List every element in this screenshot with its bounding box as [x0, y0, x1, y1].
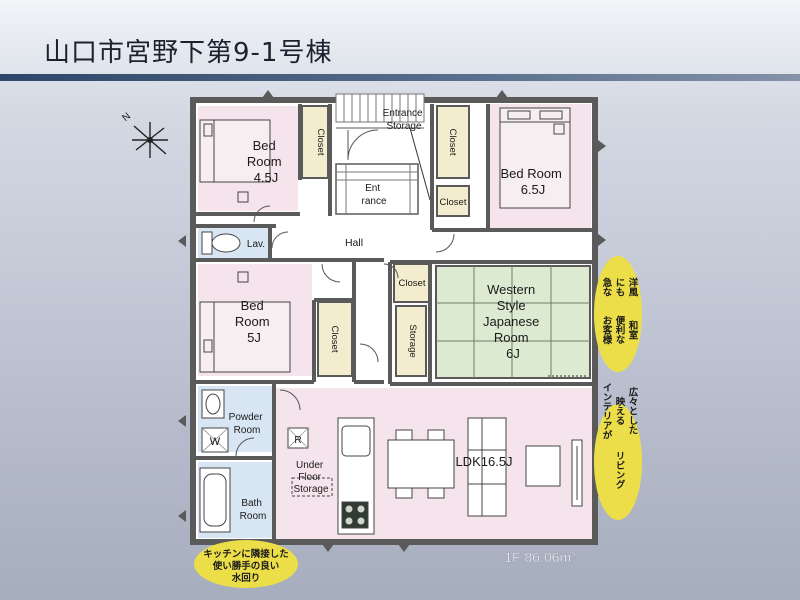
window-markers	[178, 90, 606, 552]
svg-text:便利な: 便利な	[614, 315, 627, 344]
interior-walls	[196, 104, 592, 540]
closet-5	[317, 301, 353, 377]
washer-label: W	[210, 436, 221, 448]
page-title: 山口市宮野下第9-1号棟	[44, 38, 333, 68]
closet-4	[393, 263, 431, 303]
title-rule	[0, 74, 800, 81]
entrance-storage-label: Entrance Storage	[383, 108, 426, 132]
svg-text:お客様: お客様	[601, 316, 614, 345]
bed-furniture	[199, 107, 571, 373]
svg-text:急な: 急な	[601, 277, 613, 297]
tatami-mats	[436, 266, 590, 378]
fridge-label: R	[294, 435, 301, 446]
closet-4-label: Closet	[399, 278, 426, 289]
closet-2	[436, 105, 470, 179]
door-swings	[235, 205, 455, 457]
badge-ldk: インテリアが 映える 広々とした リビング	[594, 383, 642, 520]
svg-text:にも: にも	[614, 278, 626, 297]
closet-5-label: Closet	[329, 326, 340, 353]
storage-closet	[395, 305, 427, 377]
svg-text:インテリアが: インテリアが	[601, 383, 613, 441]
washer-icon: W	[201, 427, 229, 453]
closet-2-label: Closet	[447, 129, 458, 156]
sofa	[467, 417, 507, 517]
svg-text:リビング: リビング	[614, 451, 626, 490]
hall-label: Hall	[345, 237, 363, 249]
badge-western-room: 急な にも 洋風 お客様 便利な 和室	[594, 256, 642, 372]
powder-room-label: Powder Room	[229, 412, 266, 436]
western-room-label: Western Style Japanese Room 6J	[483, 282, 543, 361]
svg-text:キッチンに隣接した: キッチンに隣接した	[203, 548, 289, 560]
bedroom-65-label: Bed Room 6.5J	[500, 166, 565, 197]
washbasin-icon	[201, 389, 225, 419]
title-bar	[0, 0, 800, 80]
floor-area-label: 1F 86.06m²	[504, 549, 576, 565]
entrance-label: Ent rance	[361, 183, 386, 207]
bedroom-5-label: Bed Room 5J	[235, 298, 273, 345]
kitchen-counter	[337, 417, 375, 535]
stove-icon	[345, 505, 365, 525]
bathroom-label: Bath Room	[240, 498, 267, 522]
svg-text:使い勝手の良い: 使い勝手の良い	[212, 560, 280, 572]
porch-steps	[335, 93, 425, 123]
underfloor-hatch	[291, 477, 333, 497]
closet-1	[301, 105, 329, 179]
bedroom-45-label: Bed Room 4.5J	[247, 138, 285, 185]
svg-text:N: N	[120, 111, 133, 124]
svg-text:広々とした: 広々とした	[627, 387, 639, 436]
tatami-room-floor	[435, 265, 591, 379]
svg-text:水回り: 水回り	[232, 572, 261, 584]
north-compass-icon: N	[120, 111, 168, 158]
svg-text:映える: 映える	[614, 396, 626, 425]
closet-3-label: Closet	[440, 197, 467, 208]
bathtub-icon	[199, 467, 231, 533]
svg-text:洋風: 洋風	[627, 277, 639, 298]
lavatory-label: Lav.	[247, 239, 265, 250]
dining-table	[387, 429, 455, 499]
toilet-icon	[201, 231, 241, 255]
closet-3	[436, 185, 470, 217]
ldk-label: LDK16.5J	[455, 454, 512, 469]
closet-1-label: Closet	[315, 129, 326, 156]
storage-label: Storage	[407, 324, 418, 357]
svg-text:和室: 和室	[627, 320, 640, 340]
coffee-table	[525, 445, 561, 487]
entrance-tiles	[336, 164, 418, 214]
badge-kitchen: キッチンに隣接した 使い勝手の良い 水回り	[194, 540, 298, 588]
underfloor-storage-label: Under Floor Storage	[293, 460, 328, 495]
